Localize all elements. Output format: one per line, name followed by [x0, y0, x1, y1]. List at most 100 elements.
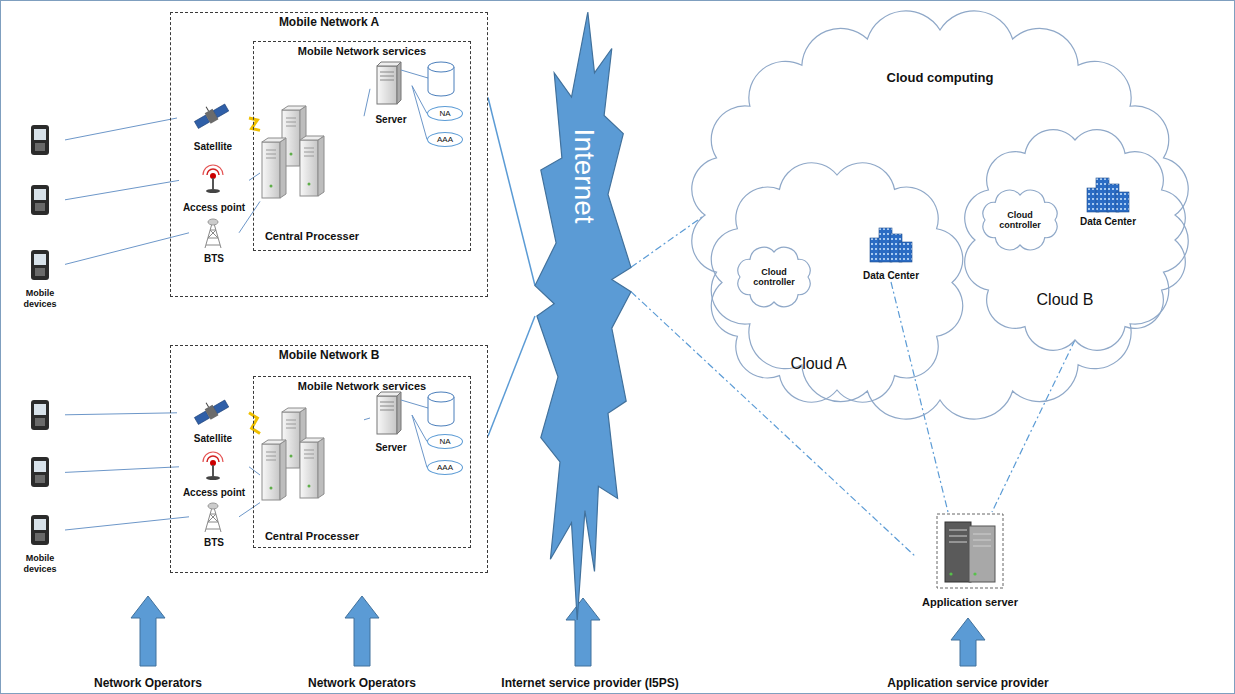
node-label: Mobile Network B: [279, 349, 380, 363]
aaa-ellipse: AAA: [427, 460, 463, 475]
connector: [65, 413, 177, 415]
node-label: BTS: [204, 253, 224, 265]
connector: [249, 467, 260, 475]
node-label: Satellite: [194, 141, 232, 153]
role-label: Network Operators: [94, 676, 202, 690]
processor-icon: [262, 106, 324, 198]
node-label: Data Center: [863, 270, 919, 282]
mobile-phone: [31, 250, 49, 280]
connector: [631, 292, 915, 556]
role-label: Network Operators: [308, 676, 416, 690]
label-box: Network Operators: [94, 673, 202, 691]
mobile-phone: [31, 515, 49, 545]
access-point-icon: [203, 452, 223, 480]
radio-link: [249, 118, 260, 130]
processor-icon: [262, 408, 324, 500]
network-box: Mobile Network AMobile Network servicesC…: [170, 12, 488, 297]
node-label: Cloud computing: [887, 71, 994, 86]
mobile-phone: [31, 400, 49, 430]
bts-tower: BTS: [189, 219, 239, 265]
node-label: Central Processer: [265, 230, 359, 243]
cloud-outline: [705, 30, 1175, 400]
satellite-icon: [191, 98, 230, 130]
burst-shape: [535, 12, 631, 620]
label-box: Network Operators: [308, 673, 416, 691]
connector: [412, 415, 427, 468]
server-icon: [377, 62, 401, 104]
central-processor: Central Processer: [260, 406, 364, 544]
mobile-phone: [31, 457, 49, 487]
node-label: Satellite: [194, 433, 232, 445]
node-label: Cloud B: [1037, 291, 1094, 309]
cloud-controller: Cloud controller: [740, 252, 808, 302]
cloud-b: Cloud B Cloud controller Data Center: [975, 140, 1175, 340]
connector: [239, 503, 260, 517]
cloud-shape: [983, 190, 1057, 250]
connector: [631, 215, 705, 267]
connector: [249, 173, 260, 180]
app-server-icon: [937, 514, 1003, 588]
data-center-icon: [1087, 178, 1129, 212]
node-label: AAA: [437, 135, 453, 144]
node-label: Mobile Network services: [298, 380, 426, 393]
server: Server: [370, 64, 412, 126]
database-icon: [428, 62, 454, 96]
access-point: Access point: [179, 453, 249, 499]
connector: [488, 316, 535, 436]
satellite-icon: [191, 394, 230, 426]
role-label: Internet service provider (I5PS): [501, 676, 678, 690]
satellite: Satellite: [177, 399, 249, 445]
mobile-phone: [31, 185, 49, 215]
role-label: Application service provider: [887, 676, 1048, 690]
node-label: Cloud A: [791, 355, 847, 373]
connector: [412, 86, 427, 140]
server-icon: [377, 392, 401, 434]
data-center-icon: [870, 228, 912, 262]
node-label: Central Processer: [265, 530, 359, 543]
cloud-shape: [692, 11, 1188, 419]
node-label: AAA: [437, 463, 453, 472]
cloud-outline: [975, 140, 1175, 340]
data-center: Data Center: [1077, 172, 1140, 228]
bts-icon: [205, 219, 221, 248]
connector: [364, 89, 370, 116]
node-label: Data Center: [1080, 216, 1136, 228]
connector: [992, 340, 1075, 512]
connector: [412, 86, 427, 114]
node-label: Mobile devices: [18, 288, 62, 309]
satellite: Satellite: [177, 103, 249, 153]
central-processor: Central Processer: [260, 102, 364, 244]
cloud-computing: Cloud computingCloud ACloud controllerDa…: [705, 30, 1175, 400]
connector: [364, 418, 370, 420]
cloud-a: Cloud A Cloud controller Data Center: [722, 175, 952, 390]
node-label: Mobile devices: [18, 553, 62, 574]
db-link: [401, 400, 428, 408]
services-box: Mobile Network servicesCentral Processer…: [253, 376, 471, 548]
db-link: [401, 70, 428, 78]
node-label: Access point: [183, 487, 245, 499]
node-label: Access point: [183, 202, 245, 214]
node-label: Server: [375, 114, 406, 126]
mobile-devices: Mobile devices: [15, 395, 65, 575]
node-label: Cloud controller: [995, 210, 1045, 231]
connector: [65, 118, 177, 140]
connector: [65, 467, 179, 473]
label-box: Application service provider: [887, 673, 1048, 691]
node-label: NA: [439, 437, 450, 446]
block-arrow: [131, 596, 165, 666]
node-label: Server: [375, 442, 406, 454]
na-ellipse: NA: [427, 434, 463, 449]
server: Server: [370, 394, 412, 454]
data-center: Data Center: [856, 222, 926, 282]
access-point: Access point: [179, 166, 249, 214]
connector: [488, 98, 535, 286]
cloud-shape: [965, 130, 1186, 351]
node-label: BTS: [204, 537, 224, 549]
radio-link: [249, 413, 260, 434]
node-label: Mobile Network A: [279, 16, 379, 30]
